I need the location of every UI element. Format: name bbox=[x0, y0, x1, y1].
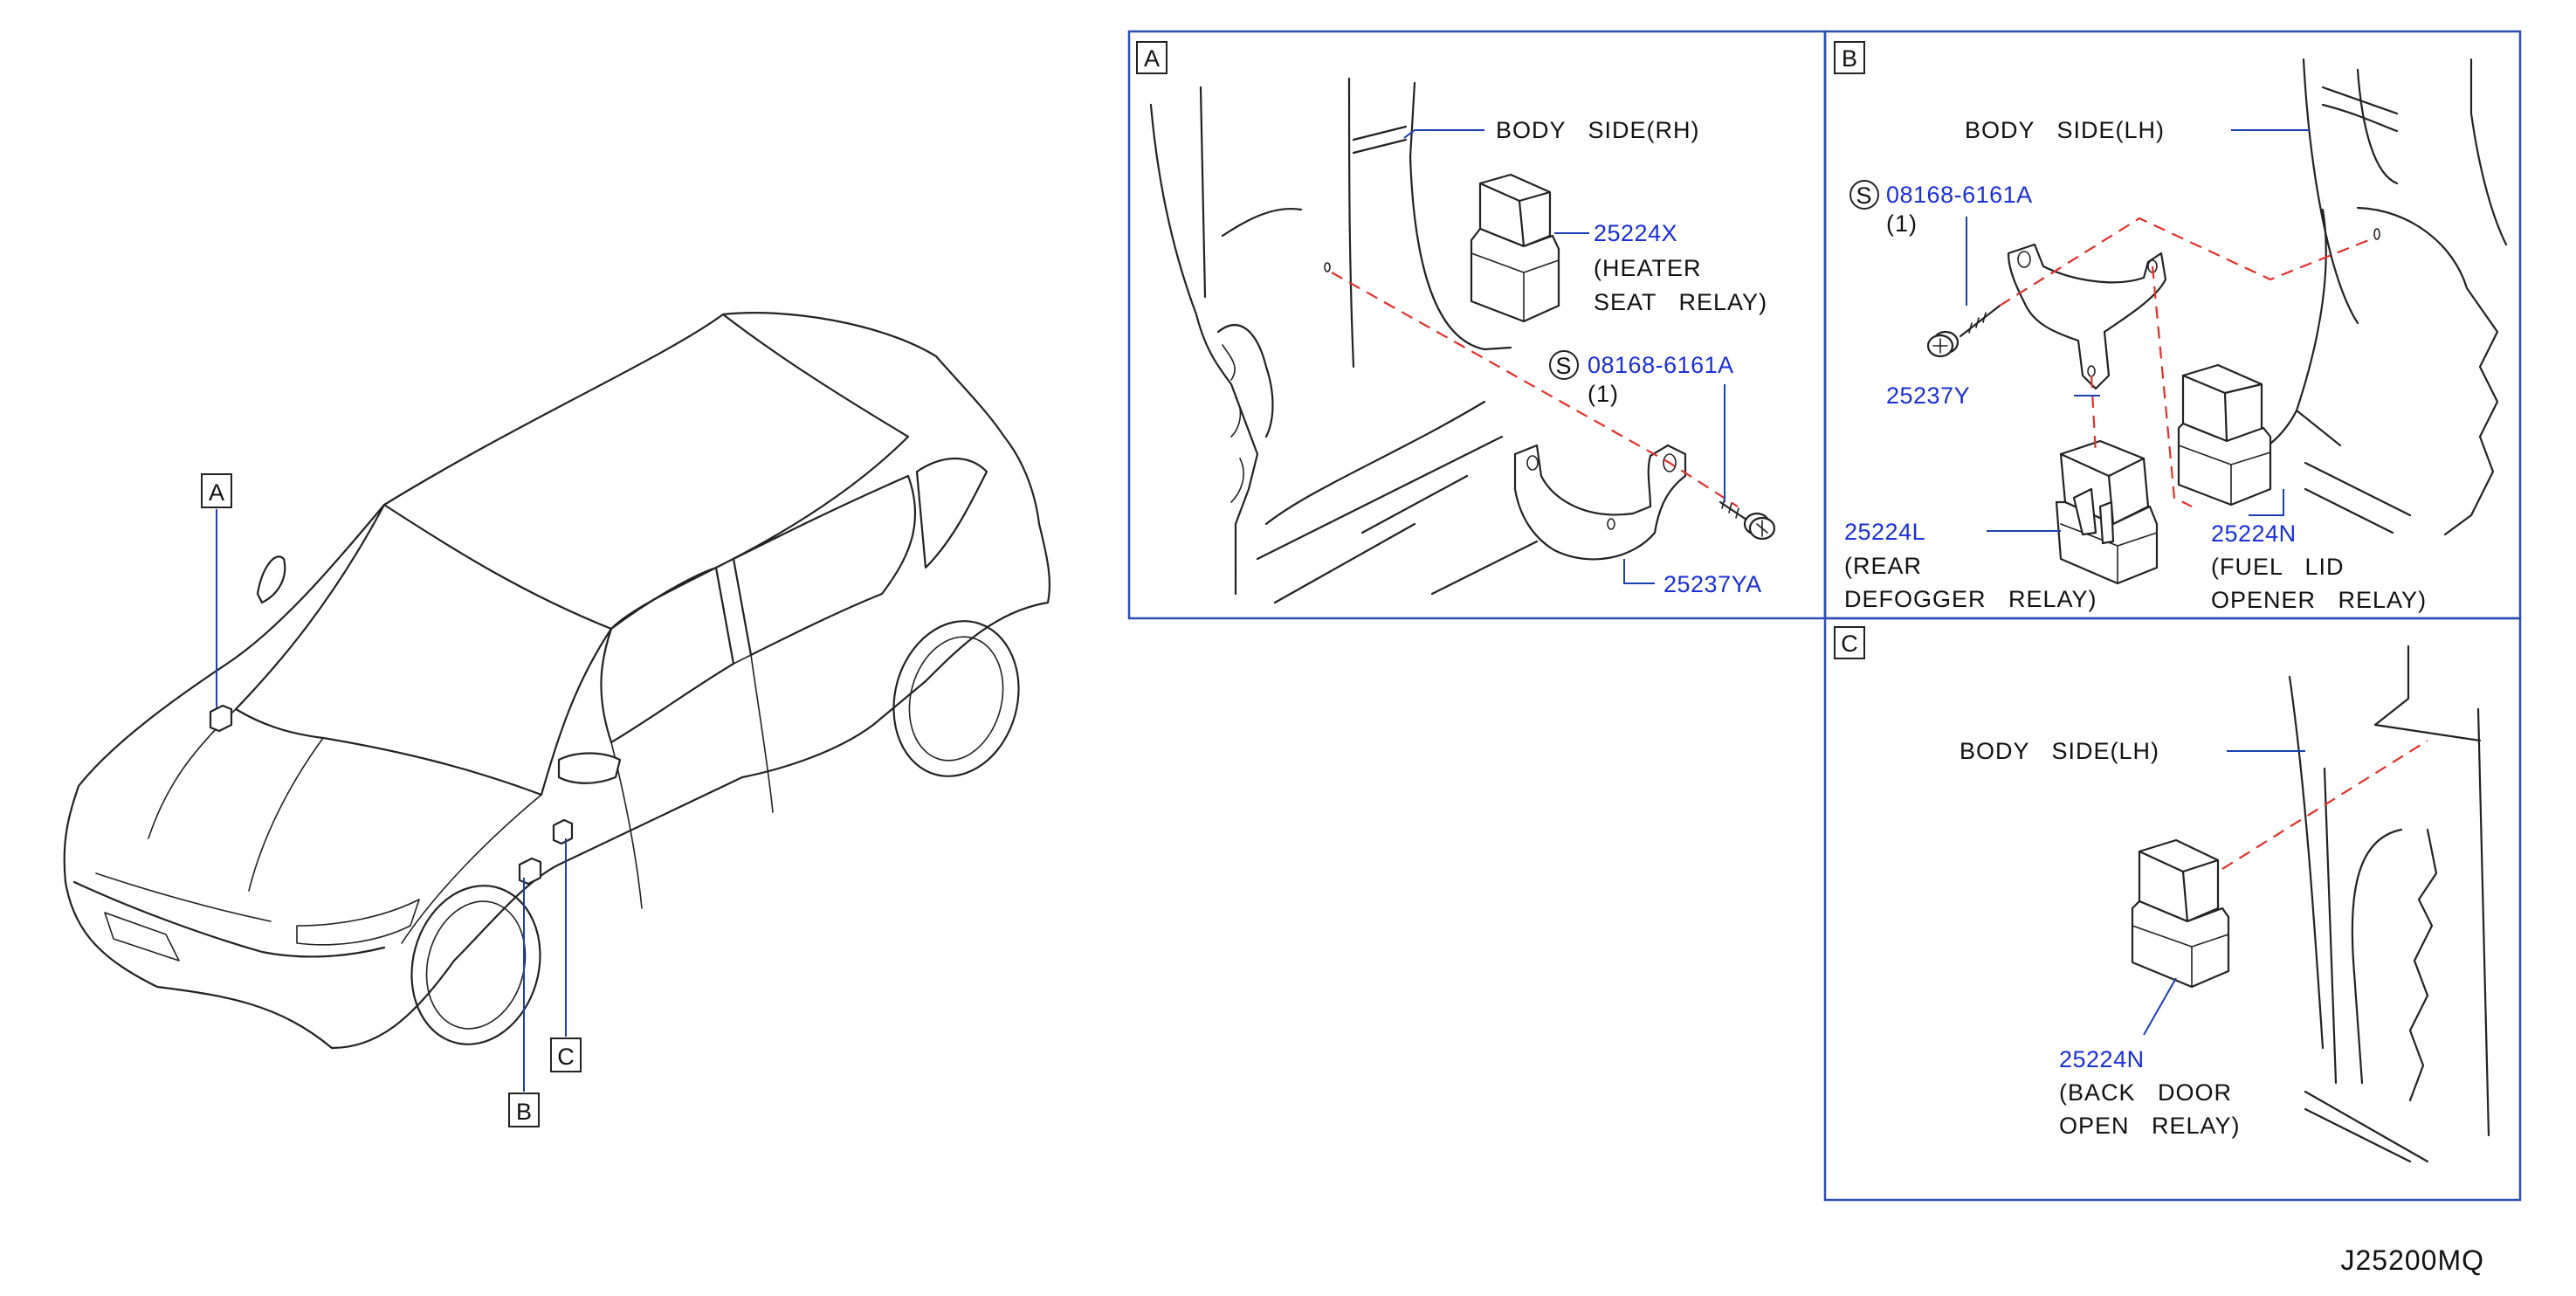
panel-a-bracket bbox=[1513, 444, 1687, 561]
panel-c-frame bbox=[1823, 617, 2522, 1202]
panel-a-relay-desc-1: (HEATER bbox=[1594, 255, 1702, 281]
callout-c: C bbox=[550, 1037, 582, 1072]
callout-c-letter: C bbox=[557, 1044, 575, 1070]
panel-a-screw-qty: (1) bbox=[1588, 381, 1619, 407]
panel-c-body-side bbox=[2288, 645, 2490, 1163]
panel-a-screw bbox=[1718, 498, 1776, 541]
panel-a-relay bbox=[1470, 173, 1560, 323]
panel-c-relay-leader bbox=[2143, 977, 2177, 1036]
callout-a-letter: A bbox=[209, 479, 224, 506]
panel-b-fuel-relay-desc-2: OPENER RELAY) bbox=[2211, 587, 2427, 613]
quarter-window bbox=[915, 457, 988, 569]
panel-c: C BODY SIDE(LH) 25224N (BACK DOOR OPEN R… bbox=[1834, 626, 2490, 1163]
svg-text:S: S bbox=[1856, 183, 1872, 209]
relay-location-c bbox=[552, 818, 574, 845]
callout-b: B bbox=[508, 1093, 540, 1127]
door-lines bbox=[610, 654, 774, 909]
panel-b-bracket-part-number: 25237Y bbox=[1886, 383, 1970, 409]
panel-c-relay-part-number: 25224N bbox=[2059, 1046, 2145, 1072]
front-wheel bbox=[410, 885, 541, 1045]
panel-c-body-label: BODY SIDE(LH) bbox=[1960, 738, 2159, 764]
panel-c-guide-line bbox=[2221, 740, 2428, 870]
panel-c-tag: C bbox=[1834, 626, 1865, 659]
front-bumper bbox=[72, 880, 386, 958]
panel-a: A bbox=[1136, 41, 1776, 604]
panel-b-screw bbox=[1926, 304, 2001, 358]
panel-b-frame bbox=[1823, 30, 2522, 620]
panel-b-tag: B bbox=[1834, 41, 1865, 74]
panel-a-mount-hole bbox=[1324, 262, 1331, 272]
panel-c-relay-desc-2: OPEN RELAY) bbox=[2059, 1113, 2241, 1139]
panel-b-fuel-relay bbox=[2177, 363, 2272, 507]
hood-crease bbox=[148, 708, 542, 944]
front-wheel-inner bbox=[425, 900, 527, 1030]
panel-b-screw-symbol: S bbox=[1849, 180, 1879, 210]
panel-b-fuel-relay-desc-1: (FUEL LID bbox=[2211, 554, 2345, 580]
panel-b-guide-line-3 bbox=[2151, 265, 2193, 507]
panel-a-body-detail bbox=[1222, 344, 1244, 503]
panel-b-rear-relay-desc-1: (REAR bbox=[1844, 553, 1922, 579]
side-mirror bbox=[557, 752, 622, 784]
panel-c-relay-desc-1: (BACK DOOR bbox=[2059, 1079, 2232, 1106]
panel-a-screw-part-number: 08168-6161A bbox=[1588, 352, 1734, 378]
vehicle-overview: A B C bbox=[63, 312, 1051, 1127]
callout-a: A bbox=[201, 473, 232, 508]
windshield bbox=[234, 503, 613, 796]
panel-b: B bbox=[1834, 41, 2508, 613]
relay-location-a bbox=[209, 704, 233, 733]
panel-a-body-side bbox=[1149, 77, 1539, 604]
grille bbox=[95, 872, 272, 962]
panel-c-relay bbox=[2131, 838, 2230, 989]
panel-b-rear-relay bbox=[2055, 439, 2159, 585]
vehicle-outline bbox=[63, 312, 1051, 1050]
panel-b-rear-relay-desc-2: DEFOGGER RELAY) bbox=[1844, 586, 2097, 612]
panel-b-guide-line-2 bbox=[2090, 375, 2097, 455]
panel-a-relay-desc-2: SEAT RELAY) bbox=[1594, 289, 1767, 315]
panel-b-bracket bbox=[2007, 243, 2167, 390]
rear-wheel-inner bbox=[908, 636, 1004, 762]
panel-a-bracket-leader bbox=[1623, 559, 1655, 584]
panel-a-relay-part-number: 25224X bbox=[1594, 220, 1677, 246]
svg-text:A: A bbox=[1144, 45, 1160, 72]
panel-a-bracket-part-number: 25237YA bbox=[1663, 571, 1762, 597]
panel-a-tag: A bbox=[1136, 41, 1167, 74]
panel-a-body-leader bbox=[1403, 129, 1484, 139]
svg-text:B: B bbox=[1842, 45, 1857, 72]
panel-a-guide-line bbox=[1331, 272, 1739, 507]
panel-b-screw-part-number: 08168-6161A bbox=[1886, 182, 2033, 208]
panel-a-screw-symbol: S bbox=[1549, 350, 1579, 380]
side-window-front bbox=[600, 566, 735, 744]
panel-b-mount-hole bbox=[2373, 228, 2380, 240]
panel-a-body-label: BODY SIDE(RH) bbox=[1496, 117, 1700, 143]
antenna bbox=[256, 555, 286, 604]
svg-text:C: C bbox=[1841, 631, 1858, 657]
panel-b-fuel-relay-part-number: 25224N bbox=[2211, 520, 2297, 547]
panel-b-fuel-relay-leader bbox=[2249, 489, 2284, 516]
panel-b-rear-relay-part-number: 25224L bbox=[1844, 519, 1925, 545]
panel-b-body-side bbox=[2234, 58, 2508, 536]
panel-b-body-label: BODY SIDE(LH) bbox=[1965, 117, 2165, 143]
headlamp bbox=[296, 899, 420, 946]
diagram-code: J25200MQ bbox=[2340, 1244, 2484, 1276]
panel-b-screw-qty: (1) bbox=[1886, 210, 1918, 237]
callout-b-letter: B bbox=[516, 1099, 532, 1125]
side-window-rear bbox=[732, 474, 917, 657]
relay-location-b bbox=[518, 857, 542, 886]
svg-text:S: S bbox=[1555, 353, 1572, 379]
panel-b-guide-line-1 bbox=[1999, 217, 2376, 307]
roof-line bbox=[610, 313, 910, 631]
rear-wheel bbox=[892, 620, 1020, 777]
